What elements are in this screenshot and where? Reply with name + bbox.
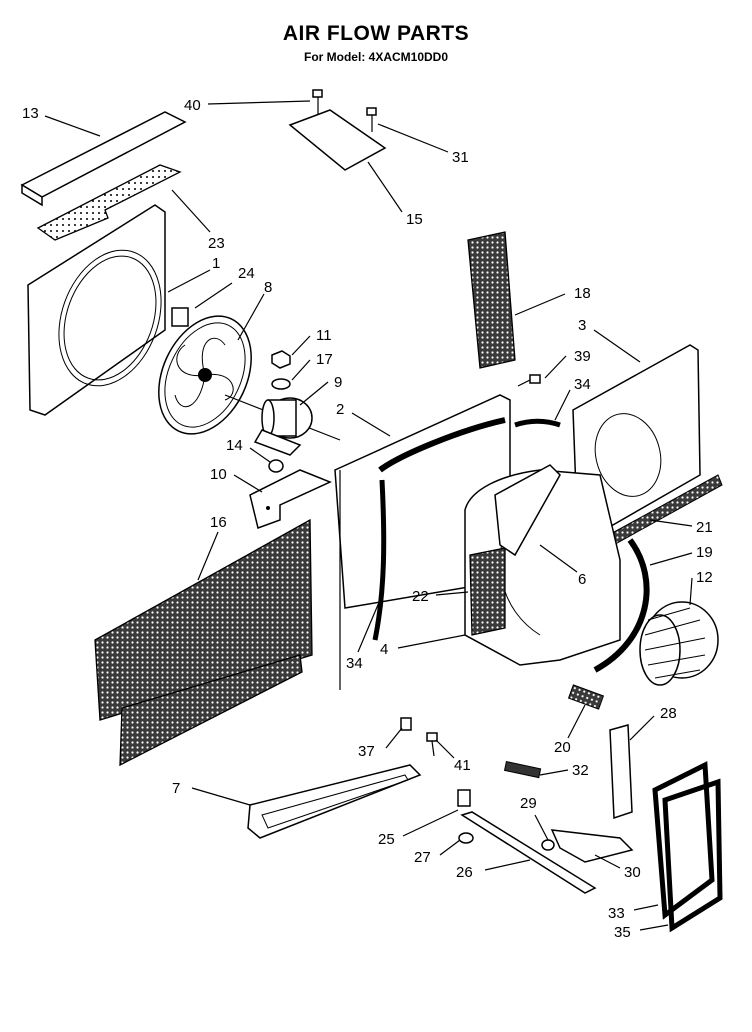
part-26-rail — [460, 811, 597, 894]
part-33-gasket — [652, 761, 715, 920]
callout-29: 29 — [520, 795, 537, 812]
callout-10: 10 — [210, 466, 227, 483]
part-7-seal — [247, 764, 422, 839]
page-title: AIR FLOW PARTS — [282, 22, 470, 45]
part-25-clip — [457, 789, 471, 807]
part-23-insulation — [36, 164, 182, 241]
part-17-washer — [271, 378, 291, 390]
part-34-strip — [378, 417, 506, 473]
callout-19: 19 — [696, 544, 713, 561]
model-subtitle: For Model: 4XACM10DD0 — [303, 50, 449, 64]
part-22-grille — [469, 547, 506, 636]
part-30-bracket — [550, 829, 634, 863]
part-19-ring — [593, 538, 650, 673]
callout-20: 20 — [554, 739, 571, 756]
part-34-strip-lower — [372, 479, 387, 641]
callout-1: 1 — [212, 255, 220, 272]
part-13-top-plate — [20, 111, 187, 207]
callout-28: 28 — [660, 705, 677, 722]
part-34-strip-right — [514, 418, 561, 428]
part-10-bracket — [249, 469, 332, 529]
callout-2: 2 — [336, 401, 344, 418]
callout-6: 6 — [578, 571, 586, 588]
part-14-grommet — [268, 459, 284, 473]
callout-33: 33 — [608, 905, 625, 922]
callout-24: 24 — [238, 265, 255, 282]
callout-31: 31 — [452, 149, 469, 166]
part-8-fan — [158, 315, 252, 435]
callout-18: 18 — [574, 285, 591, 302]
callout-labels: 13 40 31 15 23 1 24 8 11 17 9 18 3 39 34… — [22, 97, 713, 941]
callout-39: 39 — [574, 348, 591, 365]
part-15-plate — [288, 109, 387, 171]
part-27-grommet — [458, 832, 474, 844]
callout-22: 22 — [412, 588, 429, 605]
callout-35: 35 — [614, 924, 631, 941]
leader-lines — [44, 100, 693, 931]
part-9-motor — [224, 394, 341, 456]
callout-23: 23 — [208, 235, 225, 252]
part-20-foam — [567, 684, 605, 710]
callout-32: 32 — [572, 762, 589, 779]
callout-11: 11 — [316, 327, 332, 344]
callout-27: 27 — [414, 849, 431, 866]
callout-7: 7 — [172, 780, 180, 797]
callout-8: 8 — [264, 279, 272, 296]
part-24-clip — [171, 307, 189, 327]
part-1-front-panel — [27, 204, 166, 416]
part-29-grommet — [541, 839, 555, 851]
callout-17: 17 — [316, 351, 333, 368]
callout-4: 4 — [380, 641, 388, 658]
callout-41: 41 — [454, 757, 471, 774]
part-39-screw — [517, 374, 541, 387]
part-40-screw — [312, 89, 323, 115]
callout-34b: 34 — [346, 655, 363, 672]
part-31-screw — [366, 107, 377, 132]
callout-3: 3 — [578, 317, 586, 334]
part-35-gasket — [662, 778, 723, 933]
callout-34: 34 — [574, 376, 591, 393]
part-18-filter — [467, 231, 516, 369]
part-12-blower-wheel — [639, 601, 719, 686]
part-37-clip — [400, 717, 412, 731]
callout-13: 13 — [22, 105, 39, 122]
callout-9: 9 — [334, 374, 342, 391]
callout-21: 21 — [696, 519, 713, 536]
callout-37: 37 — [358, 743, 375, 760]
part-32-pad — [503, 760, 542, 779]
part-6-bracket — [494, 464, 561, 557]
callout-40: 40 — [184, 97, 201, 114]
callout-26: 26 — [456, 864, 473, 881]
part-11-nut — [271, 350, 291, 369]
callout-16: 16 — [210, 514, 227, 531]
callout-25: 25 — [378, 831, 395, 848]
part-41-screw — [426, 732, 438, 757]
part-16-filter — [94, 518, 313, 767]
callout-14: 14 — [226, 437, 243, 454]
callout-15: 15 — [406, 211, 423, 228]
callout-30: 30 — [624, 864, 641, 881]
callout-12: 12 — [696, 569, 713, 586]
part-28-bracket — [609, 724, 633, 820]
